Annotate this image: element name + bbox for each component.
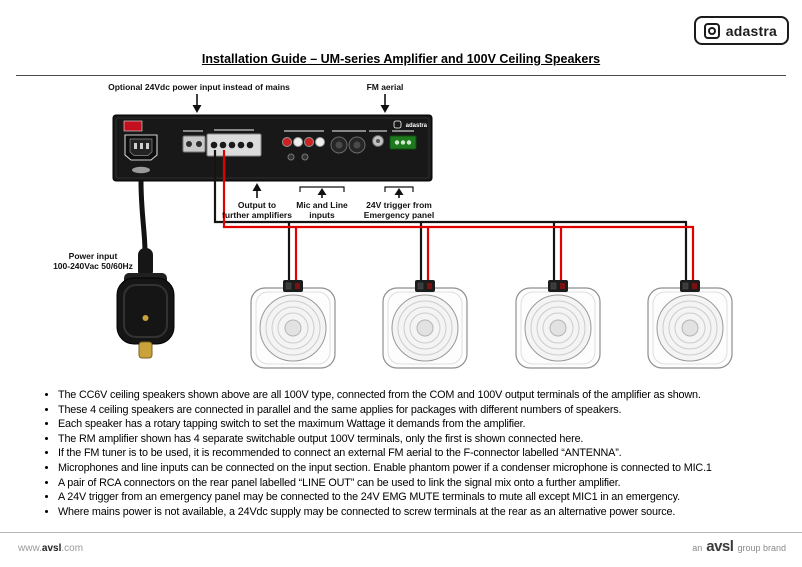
speaker-wiring [213,150,695,284]
note-item: A pair of RCA connectors on the rear pan… [58,476,802,491]
adastra-logo-text: adastra [725,22,777,39]
arrow-fm-aerial [380,94,390,113]
label-mic-line: Mic and Line inputs [296,200,348,221]
dc-terminal [182,135,206,153]
adastra-lens-icon [703,22,720,39]
emg-mute-terminal [389,135,417,150]
label-trigger: 24V trigger from Emergency panel [363,200,435,221]
fuse-holder [132,166,150,174]
installation-diagram: adastra [0,80,802,388]
panel-brand-text: adastra [406,123,428,129]
note-item: The RM amplifier shown has 4 separate sw… [58,432,802,447]
footer-url-www: www. [18,543,42,554]
title-divider [16,75,786,76]
avsl-logo-text: avsl [706,538,734,555]
arrow-output [252,183,262,198]
panel-brand-icon [393,120,402,129]
footer-brand-line: an avsl group brand [692,538,786,555]
label-power-input: Power input 100-240Vac 50/60Hz [53,251,133,272]
panel-print-strips [183,129,414,132]
note-item: These 4 ceiling speakers are connected i… [58,403,802,418]
note-item: The CC6V ceiling speakers shown above ar… [58,388,802,403]
rca-connectors [282,137,325,161]
note-item: Where mains power is not available, a 24… [58,505,802,520]
arrow-mic-line [317,188,327,198]
power-plug [116,180,175,359]
callout-brackets [299,186,414,192]
label-fm-aerial: FM aerial [366,82,404,92]
power-switch [123,120,143,132]
label-dc-input: Optional 24Vdc power input instead of ma… [108,82,290,92]
footer-url-com: .com [61,543,84,554]
footer-brand-suffix: group brand [737,543,786,553]
ceiling-speaker [250,279,336,369]
footer-divider [0,532,802,533]
amp-rear-panel: adastra [112,114,433,182]
note-item: If the FM tuner is to be used, it is rec… [58,446,802,461]
diagram-graphics: adastra [112,94,733,369]
arrow-dc-input [192,94,202,113]
ceiling-speaker [515,279,601,369]
footer-brand-prefix: an [692,543,703,553]
label-output: Output to further amplifiers [222,200,292,221]
note-item: A 24V trigger from an emergency panel ma… [58,490,802,505]
page-title: Installation Guide – UM-series Amplifier… [201,52,601,66]
arrow-trigger [394,188,404,198]
note-item: Each speaker has a rotary tapping switch… [58,417,802,432]
note-item: Microphones and line inputs can be conne… [58,461,802,476]
antenna-connector [372,135,384,147]
ceiling-speaker [382,279,468,369]
ceiling-speaker [647,279,733,369]
mic-line-connectors [330,136,366,154]
footer-url: www.avsl.com [18,543,83,554]
adastra-logo: adastra [693,16,789,45]
footer-url-brand: avsl [41,543,62,554]
notes-list: The CC6V ceiling speakers shown above ar… [34,388,802,519]
